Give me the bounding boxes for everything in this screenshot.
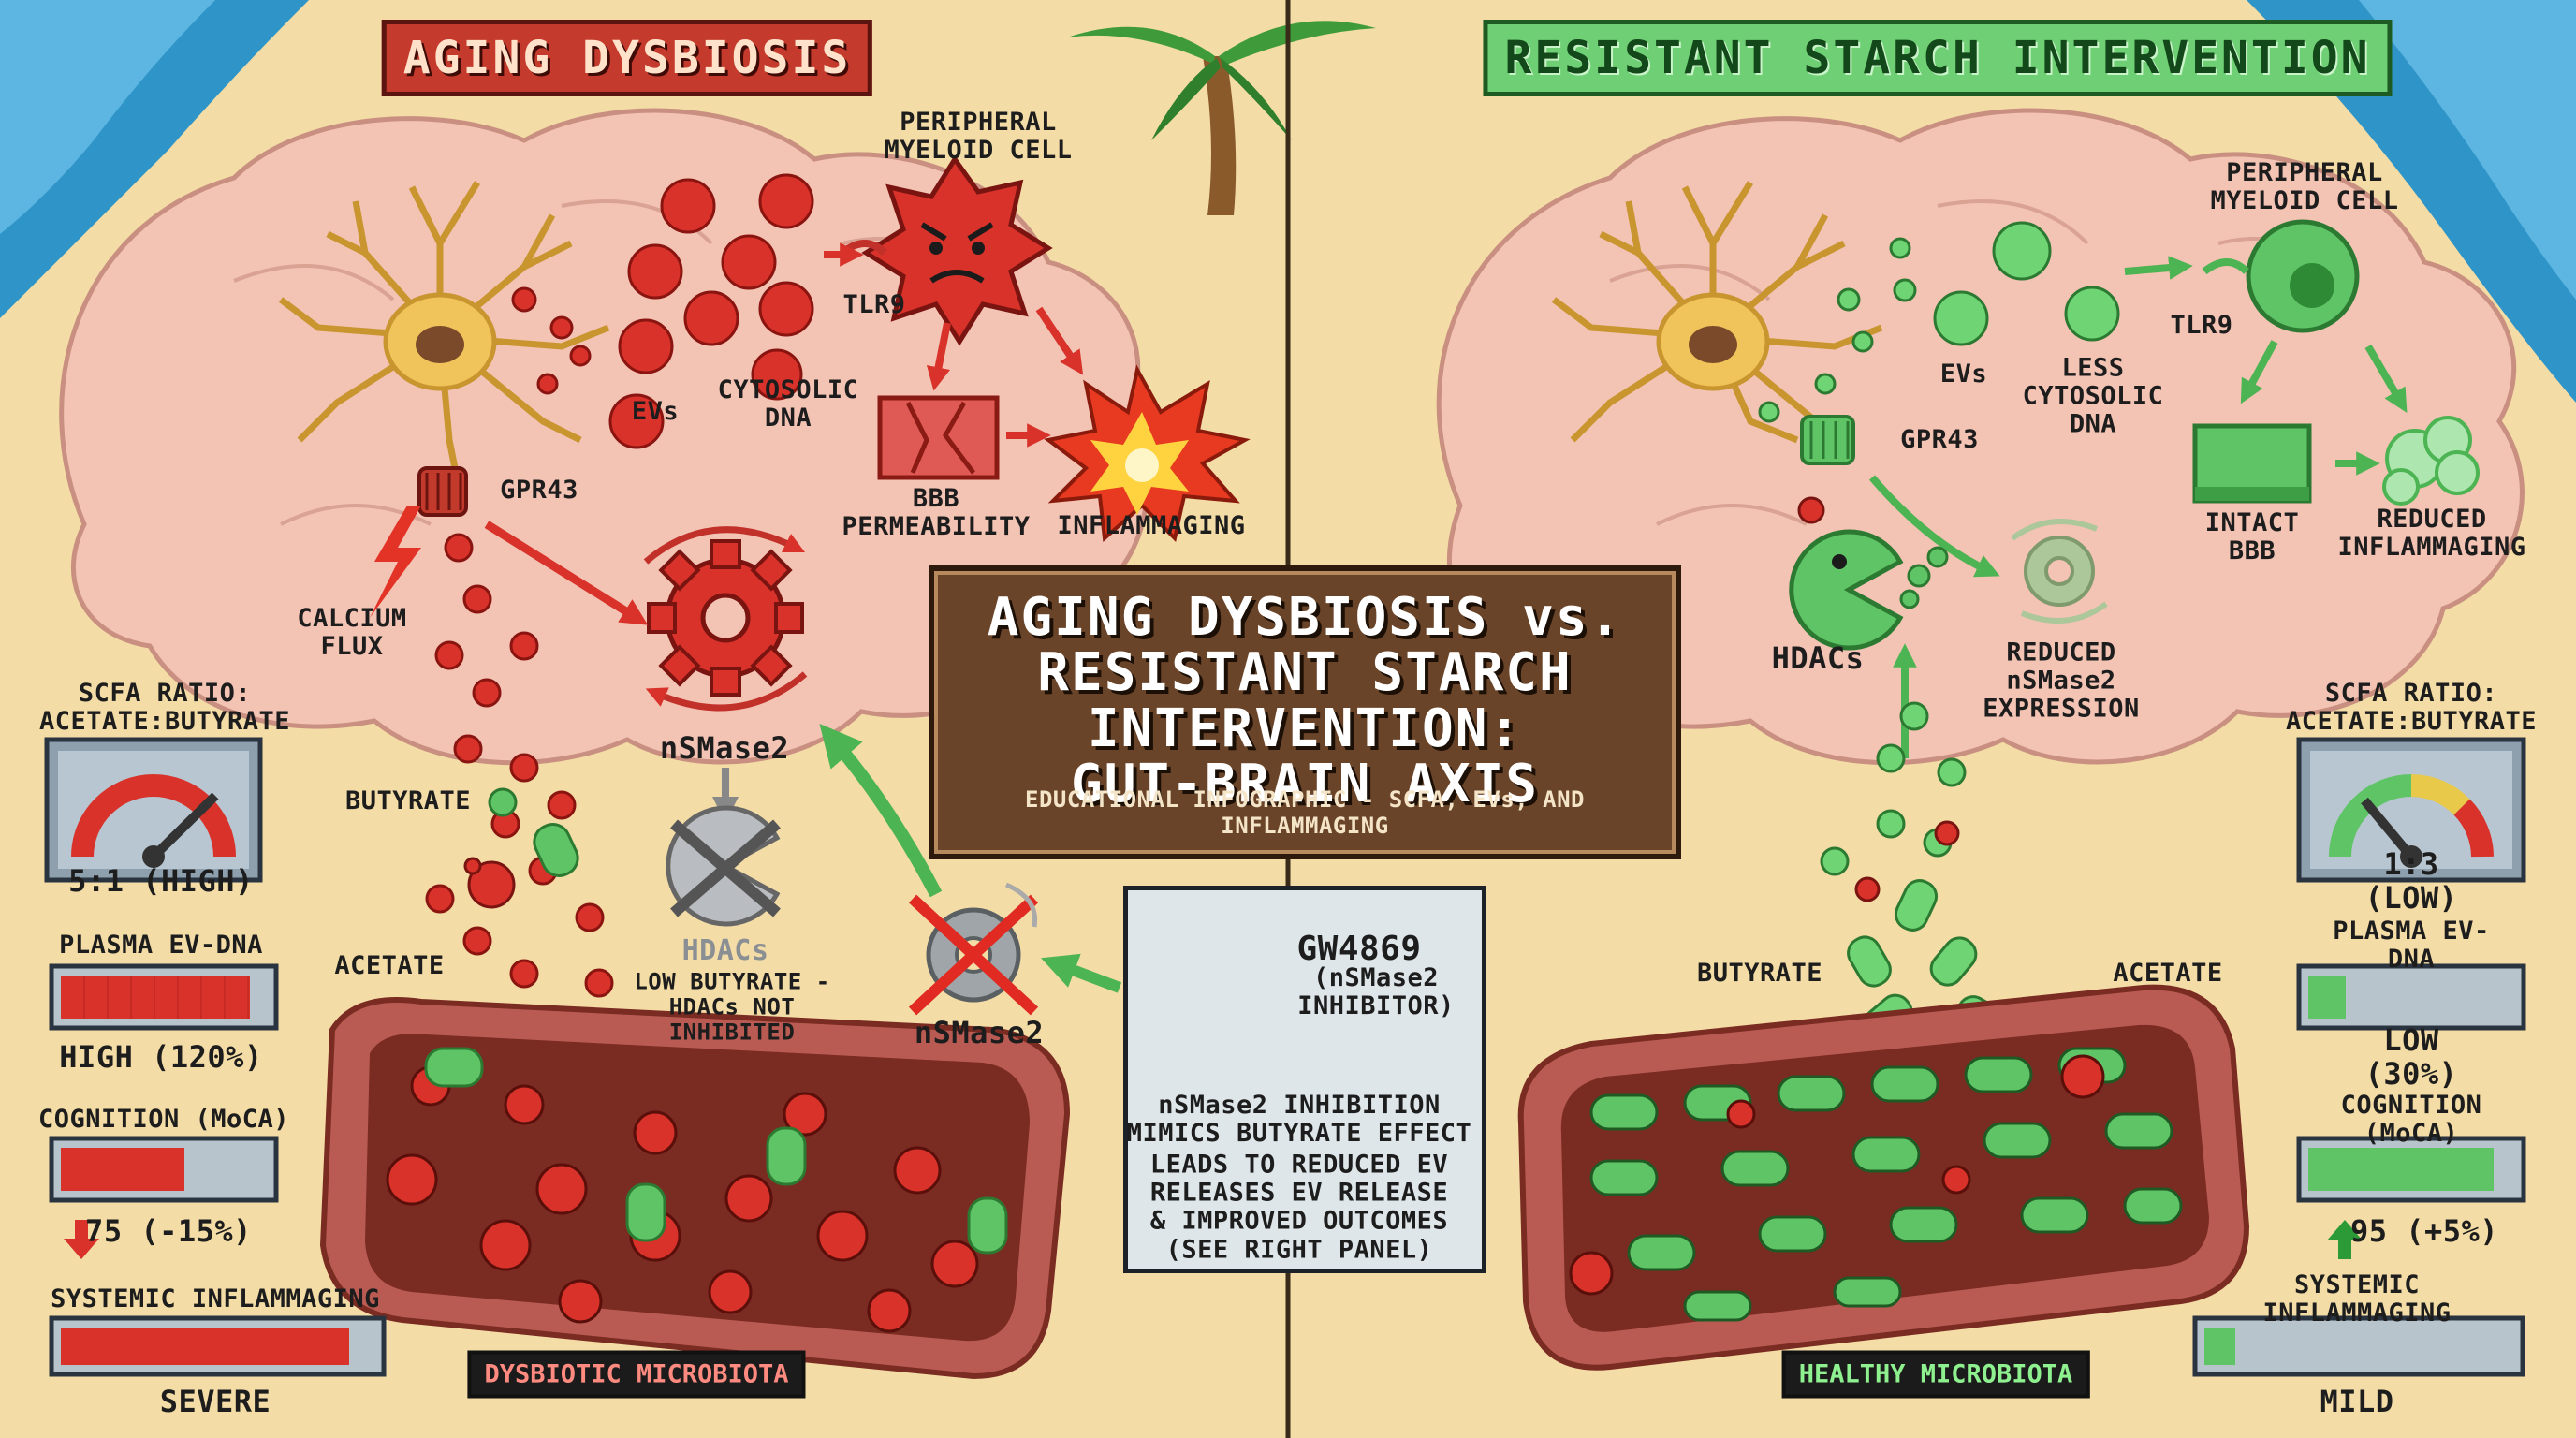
blocked-nsmase2-label: nSMase2: [914, 1015, 1045, 1051]
right-ratio-value: 1:3 (LOW): [2364, 846, 2458, 916]
right-ratio-label: SCFA RATIO: ACETATE:BUTYRATE: [2285, 678, 2538, 736]
right-hdacs-label: HDACs: [1771, 640, 1865, 677]
right-inflam-label: SYSTEMIC INFLAMMAGING: [2262, 1269, 2452, 1328]
left-nsmase2-gear-icon: [643, 526, 808, 712]
left-ratio-value: 5:1 (HIGH): [68, 863, 254, 900]
right-banner: RESISTANT STARCH INTERVENTION: [1483, 20, 2393, 96]
right-gpr43-receptor-icon: [1800, 415, 1855, 465]
left-microbiota-tag: DYSBIOTIC MICROBIOTA: [467, 1350, 806, 1399]
inactive-hdacs-icon: [666, 805, 781, 927]
inflammaging-explosion-icon: [1044, 364, 1251, 543]
left-ratio-gauge: [44, 737, 263, 883]
right-myeloid-label: PERIPHERAL MYELOID CELL: [2210, 157, 2399, 215]
right-tlr9-receptor-icon: [2202, 258, 2249, 275]
main-subtitle: EDUCATIONAL INFOGRAPHIC - SCFA, EVs, AND…: [1025, 786, 1585, 839]
left-bbb-label: BBB PERMEABILITY: [842, 483, 1031, 541]
left-cog-value: 75 (-15%): [85, 1213, 252, 1250]
left-inflam-value: SEVERE: [159, 1384, 271, 1420]
right-ratio-gauge: [2296, 737, 2526, 883]
left-cog-label: COGNITION (MoCA): [37, 1104, 290, 1134]
right-acetate-label: ACETATE: [2113, 958, 2223, 988]
red-down-arrow-icon: [64, 1220, 99, 1259]
right-tlr9-label: TLR9: [2170, 310, 2233, 340]
right-butyrate-label: BUTYRATE: [1696, 958, 1823, 988]
title-box: AGING DYSBIOSIS vs. RESISTANT STARCH INT…: [929, 565, 1681, 859]
left-ev-label: PLASMA EV-DNA: [59, 930, 263, 960]
right-ev-bar: [2296, 963, 2526, 1031]
intact-bbb-icon: [2192, 423, 2312, 504]
healthy-bacteria: [1589, 1047, 2183, 1322]
right-inflammaging-bar: [2192, 1315, 2525, 1377]
left-scfa-particles: [425, 533, 614, 998]
angry-myeloid-cell-icon: [861, 154, 1053, 346]
left-banner: AGING DYSBIOSIS: [381, 20, 873, 96]
gw4869-name: GW4869: [1296, 929, 1422, 968]
right-cytosolic-label: LESS CYTOSOLIC DNA: [2022, 353, 2164, 440]
right-inflammaging-label: REDUCED INFLAMMAGING: [2337, 504, 2526, 562]
right-nsmase2-label: REDUCED nSMase2 EXPRESSION: [1983, 638, 2140, 725]
left-inflammaging-bar: [49, 1315, 387, 1377]
left-ev-particles: [511, 173, 814, 449]
right-inflam-value: MILD: [2320, 1384, 2394, 1420]
palm-tree-icon: [1067, 21, 1376, 215]
left-hdacs-note: LOW BUTYRATE - HDACs NOT INHIBITED: [634, 968, 830, 1046]
left-inflam-label: SYSTEMIC INFLAMMAGING: [51, 1284, 380, 1313]
right-cognition-bar: [2296, 1136, 2526, 1203]
right-ev-particles: [1758, 221, 2120, 423]
main-title: AGING DYSBIOSIS vs. RESISTANT STARCH INT…: [987, 587, 1623, 815]
blocked-nsmase2-gear-icon: [908, 882, 1039, 1016]
right-ev-value: LOW (30%): [2364, 1022, 2458, 1092]
gw4869-box: [1123, 886, 1486, 1273]
lightning-icon: [370, 506, 421, 618]
left-gpr43-label: GPR43: [500, 475, 578, 505]
right-bbb-label: INTACT BBB: [2204, 507, 2300, 565]
right-gpr43-label: GPR43: [1900, 424, 1979, 454]
green-up-arrow-icon: [2327, 1220, 2363, 1259]
left-cognition-bar: [49, 1136, 279, 1203]
left-gpr43-receptor-icon: [417, 466, 468, 517]
reduced-nsmase2-gear-icon: [2011, 519, 2108, 624]
left-hdacs-label: HDACs: [681, 934, 769, 968]
right-cog-label: COGNITION (MoCA): [2340, 1090, 2482, 1148]
broken-bbb-icon: [877, 395, 1000, 480]
left-evs-label: EVs: [631, 396, 680, 426]
left-ratio-label: SCFA RATIO: ACETATE:BUTYRATE: [38, 678, 291, 736]
left-ev-value: HIGH (120%): [59, 1039, 263, 1076]
left-inflammaging-label: INFLAMMAGING: [1057, 510, 1246, 540]
gw4869-desc2: LEADS TO REDUCED EV RELEASES EV RELEASE …: [1149, 1150, 1449, 1265]
left-myeloid-label: PERIPHERAL MYELOID CELL: [884, 107, 1073, 165]
left-nsmase2-label: nSMase2: [659, 730, 790, 767]
right-cog-value: 95 (+5%): [2349, 1213, 2499, 1250]
calm-myeloid-cell-icon: [2246, 219, 2360, 333]
right-ev-label: PLASMA EV-DNA: [2333, 916, 2490, 974]
active-hdacs-icon: [1789, 529, 1949, 651]
right-evs-label: EVs: [1939, 359, 1988, 389]
reduced-inflammaging-icon: [2382, 416, 2480, 506]
calcium-label: CALCIUM FLUX: [297, 603, 407, 661]
left-butyrate-label: BUTYRATE: [344, 785, 472, 815]
gw4869-desc1: nSMase2 INHIBITION MIMICS BUTYRATE EFFEC…: [1126, 1090, 1472, 1148]
right-microbiota-tag: HEALTHY MICROBIOTA: [1781, 1350, 2090, 1399]
left-acetate-label: ACETATE: [334, 950, 445, 980]
left-tlr9-label: TLR9: [842, 289, 906, 319]
dysbiotic-bacteria: [386, 1065, 979, 1333]
gw4869-sub: (nSMase2 INHIBITOR): [1297, 962, 1455, 1020]
left-cytosolic-label: CYTOSOLIC DNA: [717, 374, 859, 433]
